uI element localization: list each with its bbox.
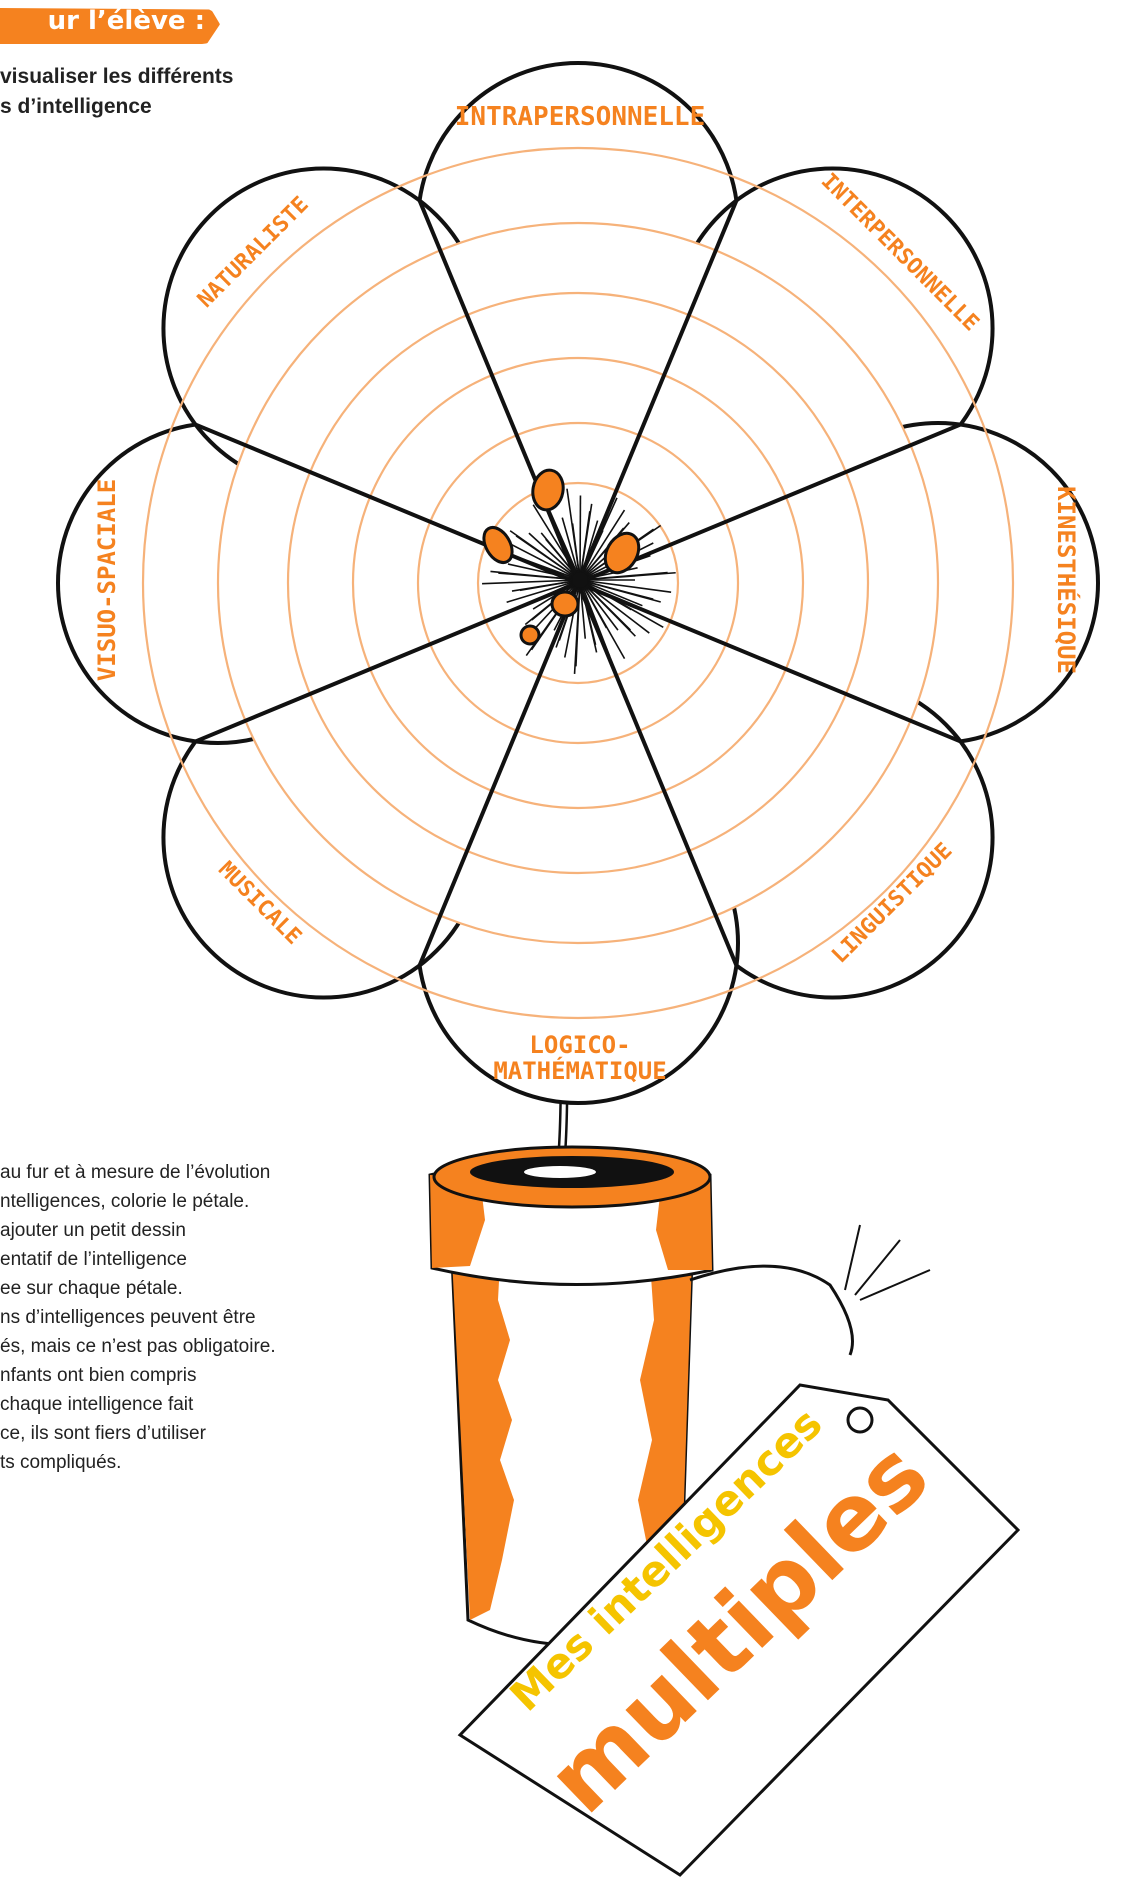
tag-string: [690, 1266, 853, 1355]
instruction-line: ce, ils sont fiers d’utiliser: [0, 1419, 420, 1448]
instruction-line: ee sur chaque pétale.: [0, 1274, 420, 1303]
center-seed: [552, 592, 578, 616]
instruction-line: chaque intelligence fait: [0, 1390, 420, 1419]
petal-label-line: INTRAPERSONNELLE: [455, 102, 705, 132]
petal-label-line: MATHÉMATIQUE: [493, 1056, 666, 1085]
center-dot: [572, 572, 588, 588]
instruction-line: nfants ont bien compris: [0, 1361, 420, 1390]
petal-label-line: KINESTHÉSIQUE: [1052, 486, 1081, 674]
petal-label-line: VISUO-SPACIALE: [93, 479, 121, 681]
petal-label-line: LOGICO-: [529, 1031, 630, 1059]
instruction-line: entatif de l’intelligence: [0, 1245, 420, 1274]
instruction-line: au fur et à mesure de l’évolution: [0, 1158, 420, 1187]
instruction-line: ts compliqués.: [0, 1448, 420, 1477]
instruction-line: és, mais ce n’est pas obligatoire.: [0, 1332, 420, 1361]
instruction-line: ajouter un petit dessin: [0, 1216, 420, 1245]
instruction-line: ntelligences, colorie le pétale.: [0, 1187, 420, 1216]
petal-label-visuo-spaciale: VISUO-SPACIALE: [93, 479, 121, 681]
center-seed: [521, 626, 539, 644]
instructions: au fur et à mesure de l’évolution ntelli…: [0, 1158, 420, 1477]
petal-label-kinesthesique: KINESTHÉSIQUE: [1052, 486, 1081, 674]
petal-label-intrapersonnelle: INTRAPERSONNELLE: [455, 102, 705, 132]
instruction-line: ns d’intelligences peuvent être: [0, 1303, 420, 1332]
